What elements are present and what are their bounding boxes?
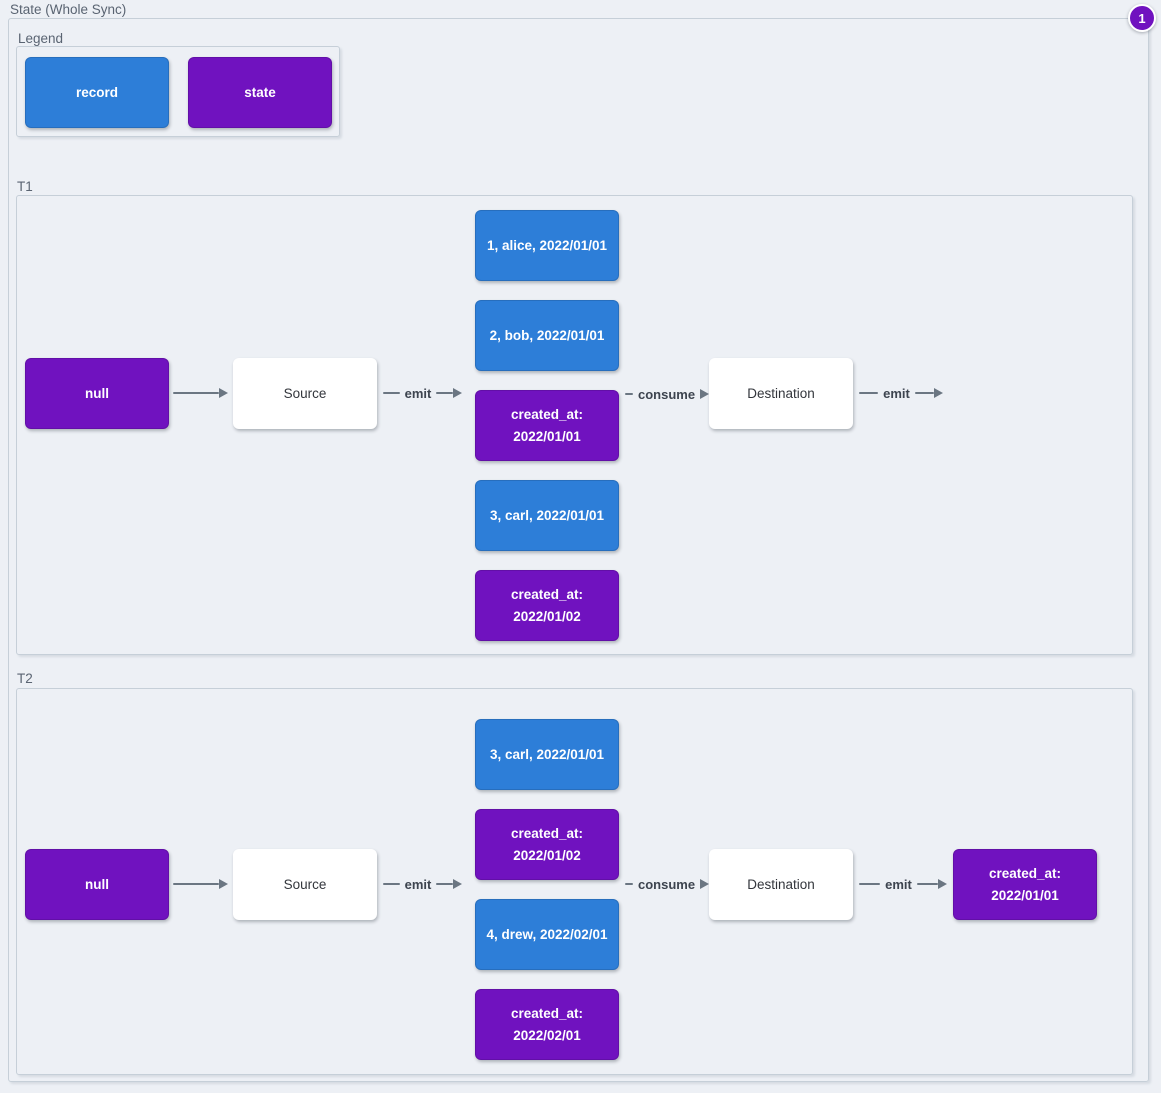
- arrowhead-icon: [219, 879, 228, 889]
- t1-label: T1: [17, 179, 33, 194]
- cluster-state-whole-sync: [8, 18, 1149, 1082]
- diagram-title: State (Whole Sync): [10, 2, 127, 17]
- t1-destination-node: Destination: [709, 358, 853, 429]
- arrowhead-icon: [938, 879, 948, 889]
- arrowhead-icon: [700, 389, 710, 399]
- t2-destination-node: Destination: [709, 849, 853, 920]
- t1-record-node: 2, bob, 2022/01/01: [475, 300, 619, 371]
- edge-line: [916, 883, 939, 885]
- edge-line: [173, 392, 219, 394]
- t1-edge-consume: consume: [625, 382, 710, 406]
- edge-label: consume: [638, 876, 696, 892]
- edge-line: [859, 392, 879, 394]
- edge-label: emit: [883, 385, 910, 401]
- edge-line: [625, 393, 633, 395]
- edge-line: [859, 883, 881, 885]
- t2-label: T2: [17, 671, 33, 686]
- edge-label: emit: [404, 876, 432, 892]
- edge-label: consume: [638, 386, 696, 402]
- edge-line: [914, 392, 935, 394]
- edge-line: [625, 883, 633, 885]
- t1-state-node: created_at: 2022/01/02: [475, 570, 619, 641]
- edge-line: [436, 883, 454, 885]
- t1-arrow-null-to-source: [173, 381, 228, 405]
- edge-line: [383, 883, 400, 885]
- t1-edge-emit: emit: [383, 381, 463, 405]
- edge-line: [173, 883, 219, 885]
- legend-cluster: [16, 46, 340, 137]
- edge-line: [383, 392, 400, 394]
- annotation-badge[interactable]: 1: [1128, 4, 1156, 32]
- t1-edge-emit-out: emit: [859, 381, 944, 405]
- t2-record-node: 3, carl, 2022/01/01: [475, 719, 619, 790]
- t2-cluster: [16, 688, 1133, 1075]
- arrowhead-icon: [453, 388, 463, 398]
- t2-edge-consume: consume: [625, 872, 710, 896]
- legend-label: Legend: [18, 31, 64, 46]
- t2-source-node: Source: [233, 849, 377, 920]
- arrowhead-icon: [700, 879, 710, 889]
- t2-edge-emit-out: emit: [859, 872, 948, 896]
- edge-label: emit: [885, 876, 912, 892]
- t2-record-node: 4, drew, 2022/02/01: [475, 899, 619, 970]
- arrowhead-icon: [219, 388, 228, 398]
- edge-line: [436, 392, 454, 394]
- edge-label: emit: [404, 385, 432, 401]
- arrowhead-icon: [934, 388, 944, 398]
- t1-state-node: created_at: 2022/01/01: [475, 390, 619, 461]
- t2-state-node: created_at: 2022/02/01: [475, 989, 619, 1060]
- t1-null-state-node: null: [25, 358, 169, 429]
- t1-record-node: 3, carl, 2022/01/01: [475, 480, 619, 551]
- legend-state-swatch: state: [188, 57, 332, 128]
- t1-cluster: [16, 195, 1133, 655]
- arrowhead-icon: [453, 879, 463, 889]
- legend-record-swatch: record: [25, 57, 169, 128]
- t2-output-state-node: created_at: 2022/01/01: [953, 849, 1097, 920]
- t2-arrow-null-to-source: [173, 872, 228, 896]
- t2-edge-emit: emit: [383, 872, 463, 896]
- t2-null-state-node: null: [25, 849, 169, 920]
- t2-state-node: created_at: 2022/01/02: [475, 809, 619, 880]
- t1-record-node: 1, alice, 2022/01/01: [475, 210, 619, 281]
- t1-source-node: Source: [233, 358, 377, 429]
